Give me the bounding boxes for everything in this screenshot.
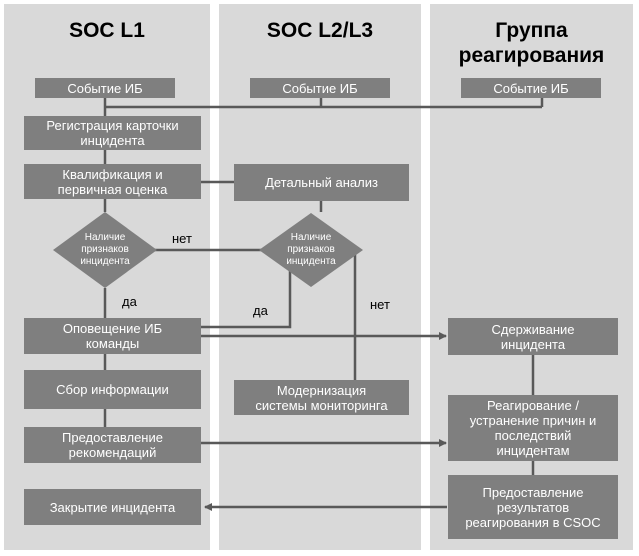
recommendations-box: Предоставление рекомендаций [24, 427, 201, 463]
register-incident-box: Регистрация карточки инцидента [24, 116, 201, 150]
detailed-analysis-box: Детальный анализ [234, 164, 409, 201]
line-diamond-yes [201, 264, 292, 329]
notify-team-box: Оповещение ИБ команды [24, 318, 201, 354]
label-no-l2: нет [370, 297, 390, 312]
close-incident-box: Закрытие инцидента [24, 489, 201, 525]
lane-title-soc-l2-l3: SOC L2/L3 [266, 19, 374, 42]
results-to-csoc-box: Предоставление результатов реагирования … [448, 475, 618, 539]
response-remediation-box: Реагирование / устранение причин и после… [448, 395, 618, 461]
diamond-l2-text: Наличие признаков инцидента [286, 232, 336, 267]
label-yes-l2: да [253, 303, 268, 318]
event-box-l2: Событие ИБ [250, 78, 390, 98]
collect-info-box: Сбор информации [24, 370, 201, 409]
event-box-l1: Событие ИБ [35, 78, 175, 98]
diamond-l1 [53, 212, 157, 288]
diamond-l1-text: Наличие признаков инцидента [80, 232, 130, 267]
qualification-box: Квалификация и первичная оценка [24, 164, 201, 199]
lane-title-response-group: Группа реагирования [458, 19, 605, 67]
diamond-l2 [259, 213, 363, 287]
modernize-monitoring-box: Модернизация системы мониторинга [234, 380, 409, 415]
label-no-l1: нет [172, 231, 192, 246]
containment-box: Сдерживание инцидента [448, 318, 618, 355]
event-box-l3: Событие ИБ [461, 78, 601, 98]
lane-title-soc-l1: SOC L1 [69, 19, 145, 42]
label-yes-l1: да [122, 294, 137, 309]
